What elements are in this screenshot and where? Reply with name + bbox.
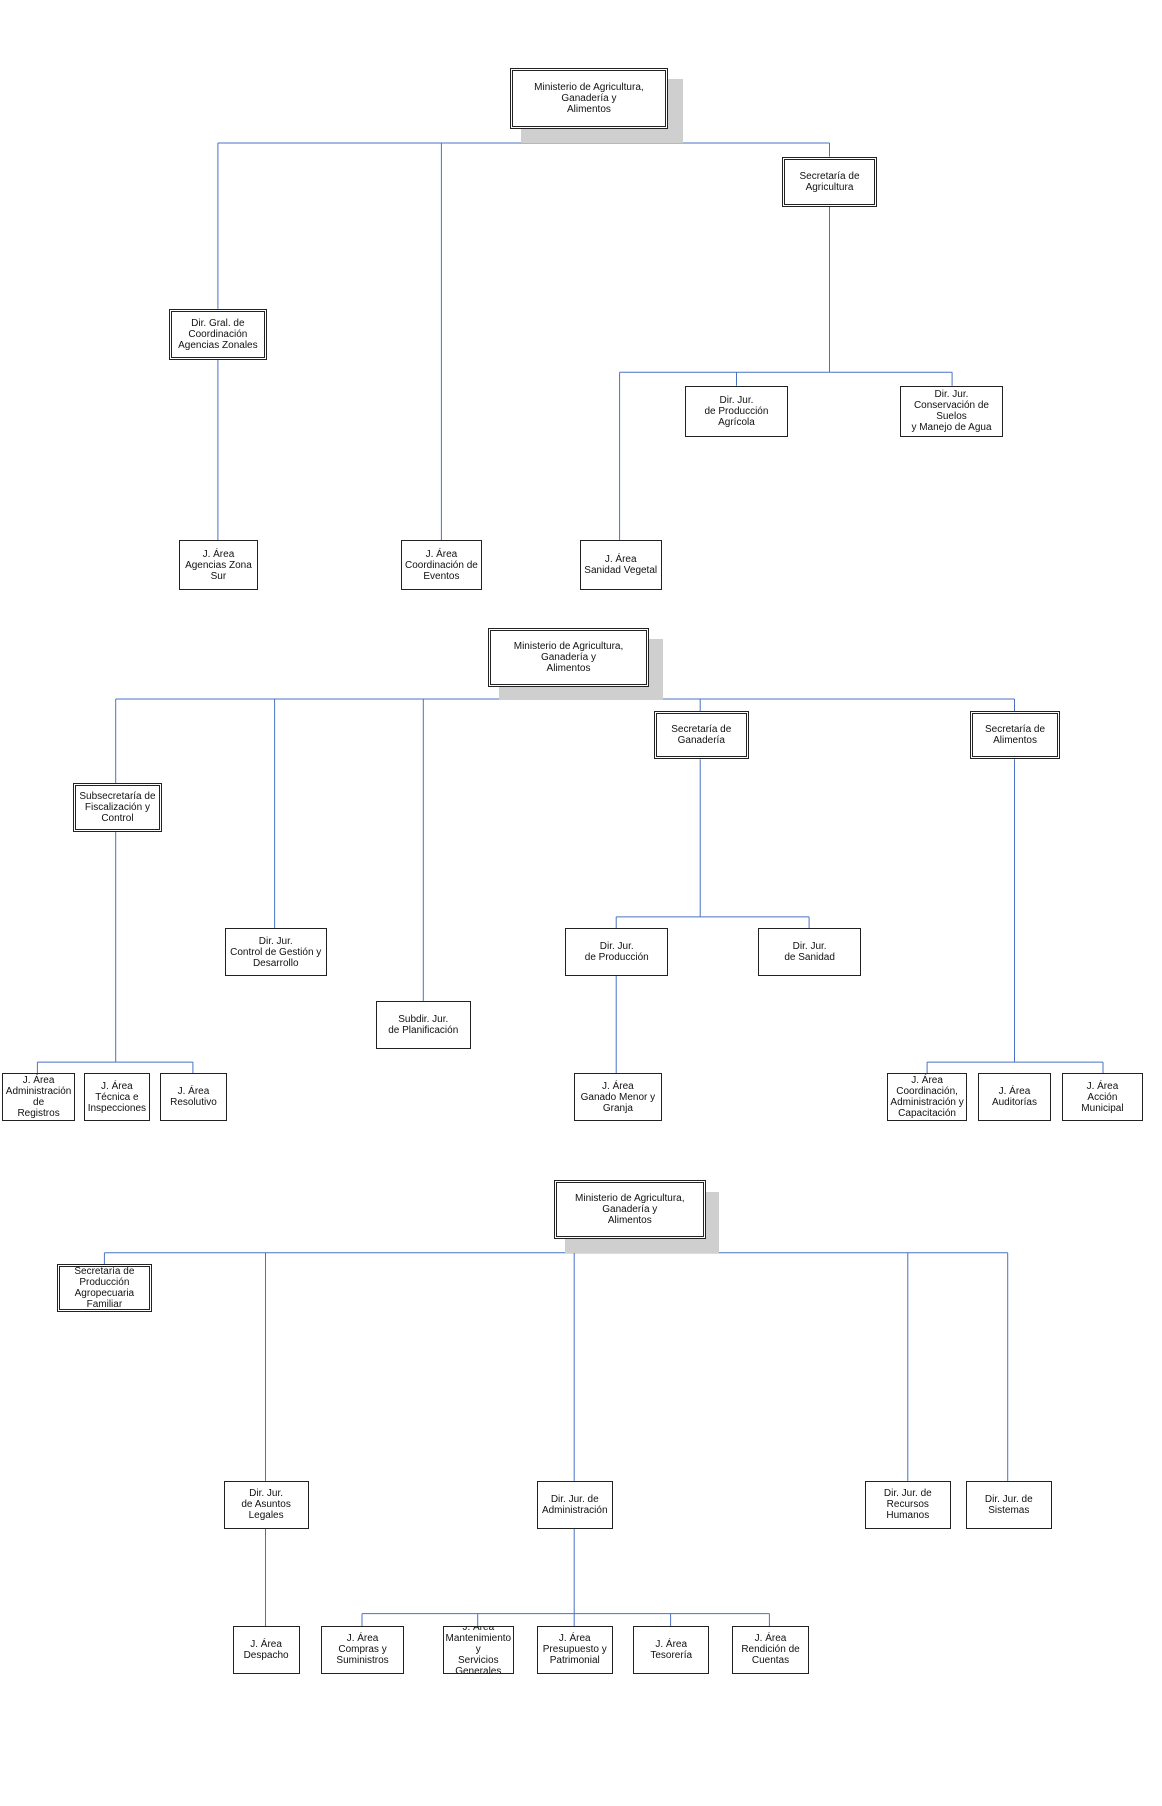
- org-node-c2-sec-ali: Secretaría de Alimentos: [970, 711, 1060, 760]
- org-node-c1-dir-gral: Dir. Gral. de Coordinación Agencias Zona…: [169, 308, 267, 360]
- org-node-c2-resolutivo: J. Área Resolutivo: [160, 1073, 227, 1122]
- org-node-c1-san-veg: J. Área Sanidad Vegetal: [579, 540, 662, 591]
- org-node-c3-sistemas: Dir. Jur. de Sistemas: [965, 1480, 1052, 1529]
- org-node-c2-ganado: J. Área Ganado Menor y Granja: [574, 1073, 662, 1122]
- org-node-c3-legales: Dir. Jur. de Asuntos Legales: [223, 1480, 309, 1529]
- org-node-c2-adm-reg: J. Área Administración de Registros: [2, 1073, 75, 1122]
- org-node-c2-sec-gan: Secretaría de Ganadería: [653, 711, 749, 760]
- org-node-c1-root: Ministerio de Agricultura, Ganadería y A…: [509, 68, 669, 130]
- org-node-c3-mant: J. Área Mantenimiento y Servicios Genera…: [442, 1626, 515, 1674]
- org-node-c3-compras: J. Área Compras y Suministros: [321, 1626, 404, 1674]
- org-node-c3-presup: J. Área Presupuesto y Patrimonial: [536, 1626, 613, 1674]
- org-node-c2-accion: J. Área Acción Municipal: [1062, 1073, 1143, 1122]
- org-node-c2-subsec: Subsecretaría de Fiscalización y Control: [72, 782, 163, 832]
- org-node-c3-root: Ministerio de Agricultura, Ganadería y A…: [553, 1180, 706, 1240]
- org-node-c3-sec-fam: Secretaría de Producción Agropecuaria Fa…: [56, 1264, 153, 1312]
- org-node-c1-eventos: J. Área Coordinación de Eventos: [400, 540, 483, 591]
- org-node-c3-tesoreria: J. Área Tesorería: [633, 1626, 710, 1674]
- org-node-c1-prod-agr: Dir. Jur. de Producción Agrícola: [685, 385, 788, 437]
- org-node-c1-sec-agr: Secretaría de Agricultura: [781, 156, 878, 207]
- org-node-c2-auditorias: J. Área Auditorías: [978, 1073, 1051, 1122]
- org-node-c2-root: Ministerio de Agricultura, Ganadería y A…: [487, 627, 650, 687]
- org-node-c1-zona-sur: J. Área Agencias Zona Sur: [179, 540, 258, 591]
- org-node-c2-prod: Dir. Jur. de Producción: [565, 928, 669, 976]
- org-node-c3-despacho: J. Área Despacho: [232, 1626, 300, 1674]
- org-node-c2-planif: Subdir. Jur. de Planificación: [375, 1000, 471, 1049]
- org-node-c2-sanidad: Dir. Jur. de Sanidad: [758, 928, 862, 976]
- org-node-c2-control: Dir. Jur. Control de Gestión y Desarroll…: [224, 928, 327, 976]
- org-node-c3-rrhh: Dir. Jur. de Recursos Humanos: [864, 1480, 951, 1529]
- org-node-c3-admin: Dir. Jur. de Administración: [536, 1480, 613, 1529]
- org-node-c3-rendicion: J. Área Rendición de Cuentas: [731, 1626, 810, 1674]
- org-node-c2-tec-insp: J. Área Técnica e Inspecciones: [83, 1073, 150, 1122]
- org-node-c2-coord-adm: J. Área Coordinación, Administración y C…: [887, 1073, 967, 1122]
- org-node-c1-suelos: Dir. Jur. Conservación de Suelos y Manej…: [899, 385, 1004, 437]
